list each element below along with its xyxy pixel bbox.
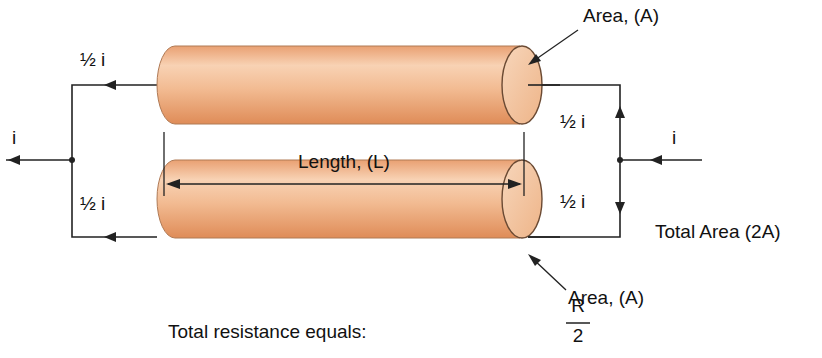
current-label: ½ i [80, 50, 105, 71]
current-label: i [672, 128, 676, 149]
length-dimension [164, 132, 524, 196]
leader-lines [528, 30, 578, 290]
area-label: Area, (A) [583, 6, 659, 27]
resistor-cylinder [157, 46, 542, 124]
current-label: ½ i [560, 192, 585, 213]
wire-stubs [528, 85, 560, 237]
fraction-bar [566, 322, 590, 323]
current-label: ½ i [80, 194, 105, 215]
formula-text: Total resistance equals: [168, 322, 367, 343]
current-label: i [12, 128, 16, 149]
current-label: ½ i [560, 112, 585, 133]
fraction-numerator: R [571, 296, 585, 317]
area-label: Total Area (2A) [655, 222, 781, 243]
length-label: Length, (L) [298, 152, 390, 173]
fraction-denominator: 2 [573, 326, 584, 347]
